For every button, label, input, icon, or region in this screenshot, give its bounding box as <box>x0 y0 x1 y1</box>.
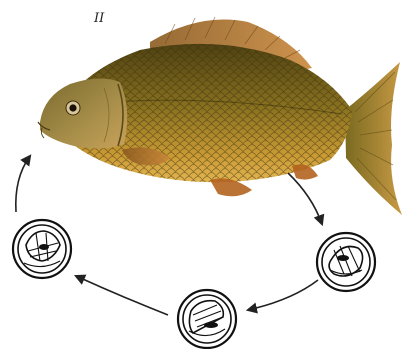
egg-stage-2 <box>178 290 236 348</box>
arrow-egg-2-to-egg-3 <box>76 276 168 315</box>
arrow-egg-3-to-fish <box>16 156 30 212</box>
panel-label: II <box>93 11 105 26</box>
egg-stage-1 <box>317 233 375 291</box>
arrow-fish-to-egg-1 <box>288 173 322 224</box>
arrow-egg-1-to-egg-2 <box>248 280 318 310</box>
carp-fish <box>38 17 402 215</box>
egg-stage-3 <box>13 220 71 278</box>
